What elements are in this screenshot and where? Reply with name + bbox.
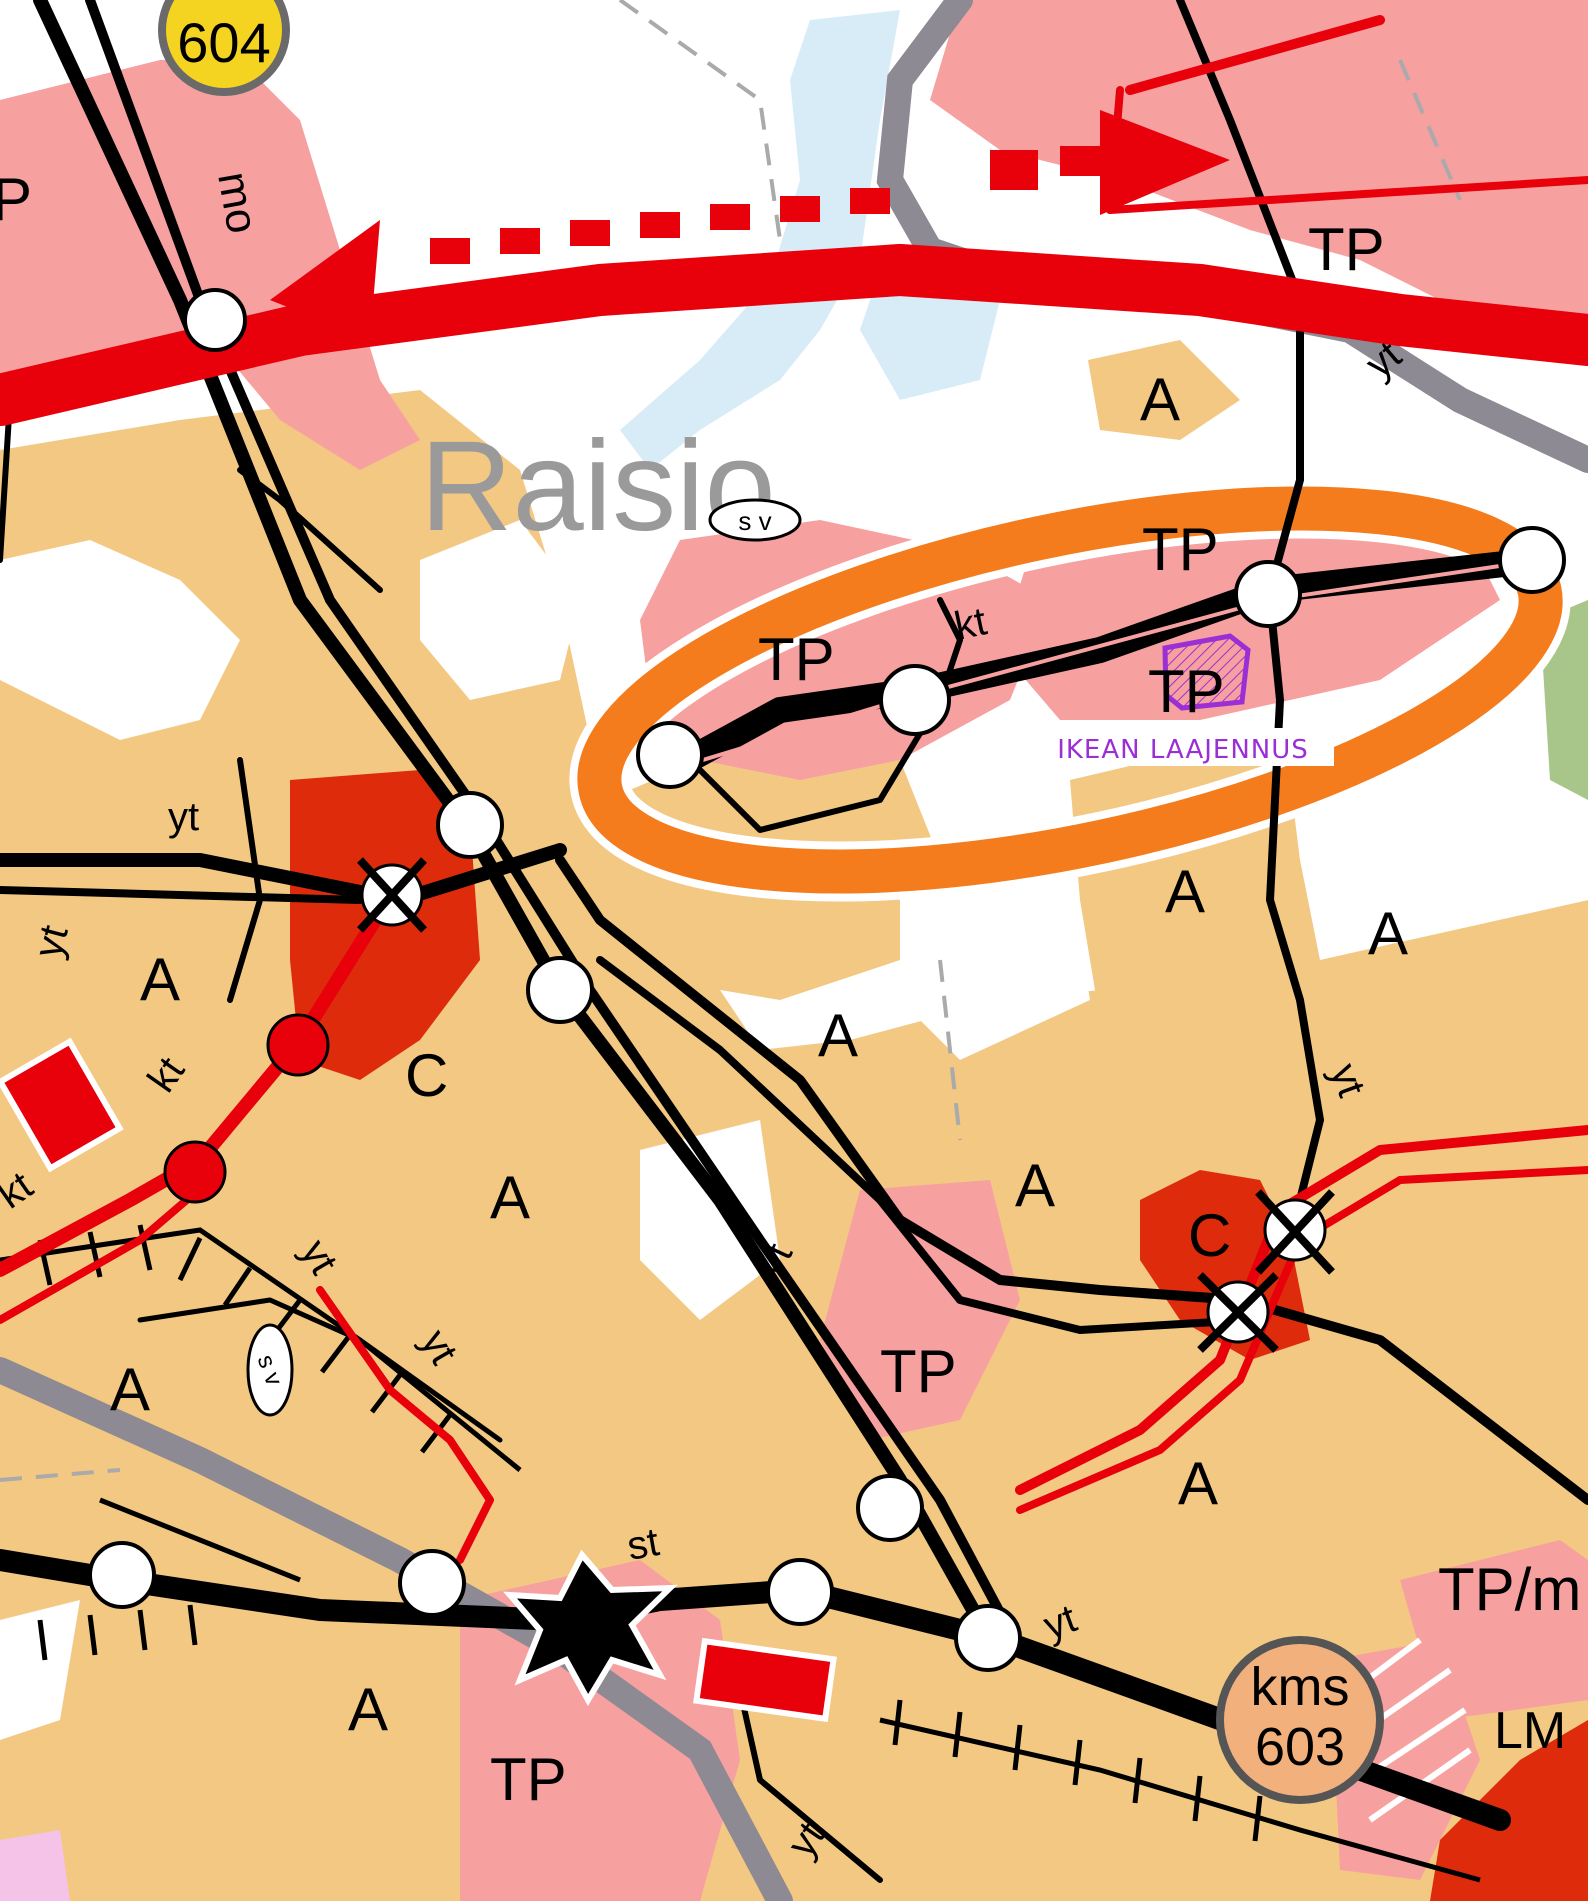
junction-circle-icon[interactable] bbox=[879, 664, 951, 736]
zone-label-c-right: C bbox=[1188, 1202, 1231, 1269]
zone-label-tp-oval-top: TP bbox=[1142, 516, 1219, 583]
zone-label-a-7: A bbox=[1368, 900, 1408, 967]
zone-label-a-5: A bbox=[1015, 1152, 1055, 1219]
zone-label-lm: LM bbox=[1494, 1702, 1566, 1760]
zone-label-tp-top-right: TP bbox=[1308, 216, 1385, 283]
zone-label-c-left: C bbox=[405, 1042, 448, 1109]
zone-label-tp-mixed: TP/m bbox=[1438, 1556, 1581, 1623]
ikea-extension-label: IKEAN LAAJENNUS bbox=[1057, 735, 1309, 765]
zone-label-a-2: A bbox=[490, 1164, 530, 1231]
junction-circle-icon[interactable] bbox=[1234, 560, 1302, 628]
unplanned-areas bbox=[0, 520, 1588, 1740]
junction-circle-icon[interactable] bbox=[856, 1474, 924, 1542]
town-name: Raisio bbox=[420, 415, 776, 558]
service-markers bbox=[0, 1037, 837, 1723]
red-junctions[interactable] bbox=[163, 1013, 330, 1204]
crossed-junctions[interactable] bbox=[357, 857, 1335, 1353]
junction-circle-icon[interactable] bbox=[636, 721, 704, 789]
junction-circle-icon[interactable] bbox=[526, 956, 594, 1024]
railway-ties bbox=[37, 1224, 1263, 1842]
road-badge-604: 604 bbox=[158, 0, 290, 96]
center-area-bottom-right bbox=[1430, 1720, 1588, 1901]
sv-marks: s v s v bbox=[246, 498, 802, 1417]
zone-label-a-8: A bbox=[1178, 1450, 1218, 1517]
zone-label-a-4: A bbox=[818, 1002, 858, 1069]
zone-label-tp-left: P bbox=[0, 166, 32, 233]
zone-label-a-9: A bbox=[348, 1676, 388, 1743]
planned-road bbox=[430, 146, 1100, 264]
arrow-right-icon bbox=[1100, 110, 1230, 215]
lake bbox=[620, 10, 900, 470]
crossed-junction-icon[interactable] bbox=[357, 857, 427, 933]
junction-circle-icon[interactable] bbox=[766, 1558, 834, 1626]
zone-label-tp-oval-left: TP bbox=[758, 626, 835, 693]
junction-circle-icon[interactable] bbox=[398, 1549, 466, 1617]
crossed-junction-icon[interactable] bbox=[1197, 1272, 1279, 1353]
badge-circle-icon bbox=[158, 0, 290, 96]
road-badge-bottom-line1: kms bbox=[1251, 1657, 1350, 1717]
line-label-st: st bbox=[624, 1520, 662, 1569]
junction-circle-icon[interactable] bbox=[436, 791, 504, 859]
zone-label-a-6: A bbox=[1165, 858, 1205, 925]
zone-label-tp-oval-right: TP bbox=[1148, 658, 1225, 725]
crossed-junction-icon[interactable] bbox=[1255, 1189, 1335, 1275]
sv-label-1: s v bbox=[738, 506, 771, 536]
arrow-left-icon bbox=[270, 220, 380, 340]
red-junction-circle-icon[interactable] bbox=[163, 1140, 227, 1204]
line-label-yt-1: yt bbox=[168, 795, 199, 839]
zone-label-a-3: A bbox=[110, 1356, 150, 1423]
pink-corner bbox=[0, 1830, 70, 1901]
zone-label-a-top: A bbox=[1140, 366, 1180, 433]
junction-circle-icon[interactable] bbox=[183, 288, 247, 352]
junction-circle-icon[interactable] bbox=[88, 1541, 156, 1609]
junction-markers[interactable] bbox=[88, 288, 1566, 1672]
zone-label-tp-middle: TP bbox=[880, 1338, 957, 1405]
road-badge-603: kms 603 bbox=[1216, 1636, 1384, 1804]
zone-label-a-1: A bbox=[140, 946, 180, 1013]
railway-tracks bbox=[0, 1227, 1481, 1883]
red-junction-circle-icon[interactable] bbox=[266, 1013, 330, 1077]
badge-circle-icon bbox=[1216, 1636, 1384, 1804]
zone-labels: P TP TP TP TP TP TP TP/m A A A A A A A A… bbox=[0, 166, 1581, 1813]
boundary-lines bbox=[0, 0, 1462, 1482]
residential-areas bbox=[0, 340, 1588, 1901]
junction-circle-icon[interactable] bbox=[954, 1604, 1022, 1672]
road-badge-top-label: 604 bbox=[177, 11, 270, 74]
zone-label-tp-bottom: TP bbox=[490, 1746, 567, 1813]
station-star-icon[interactable] bbox=[503, 1549, 678, 1707]
ikea-extension-area[interactable] bbox=[1162, 633, 1251, 711]
ikea-label-background bbox=[1032, 728, 1334, 766]
road-badge-bottom-line2: 603 bbox=[1255, 1717, 1345, 1777]
line-label-mo: mo bbox=[208, 168, 267, 237]
junction-circle-icon[interactable] bbox=[1498, 526, 1566, 594]
